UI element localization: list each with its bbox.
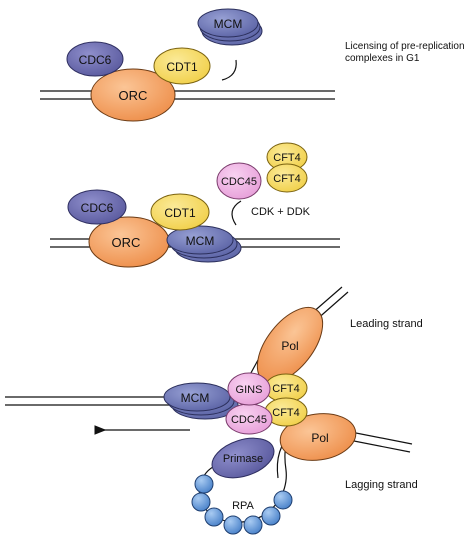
mcm-label: MCM <box>181 391 210 405</box>
rpa-label: RPA <box>232 500 254 512</box>
loading-arrow-arc <box>221 59 237 81</box>
orc-label: ORC <box>112 235 141 250</box>
leading-strand-label: Leading strand <box>350 318 423 330</box>
cdt1-label: CDT1 <box>164 206 196 220</box>
licensing-note-line2: complexes in G1 <box>345 53 420 64</box>
rpa-bead <box>204 507 224 527</box>
mcm-complex <box>197 8 263 46</box>
mcm-complex <box>163 382 239 420</box>
rpa-beads <box>191 474 293 535</box>
rpa-bead <box>191 492 211 512</box>
activation-arrow-arc <box>231 200 242 226</box>
panel-licensing: ORC CDC6 CDT1 MCM Licensing of pre-repli… <box>40 8 465 122</box>
rpa-bead <box>223 515 243 535</box>
panel-replication-fork: Pol MCM Pol CFT4 CFT4 CDC45 GINS Primase <box>5 286 423 535</box>
cft4-label-bottom: CFT4 <box>272 407 300 419</box>
cft4-label-bottom: CFT4 <box>273 173 301 185</box>
cdc6-label: CDC6 <box>81 201 114 215</box>
cdt1-protein <box>153 47 211 85</box>
rpa-bead <box>273 490 293 510</box>
cdc45-protein <box>216 162 262 200</box>
cdt1-label: CDT1 <box>166 60 198 74</box>
pol-lagging-label: Pol <box>311 431 328 445</box>
mcm-complex <box>166 225 242 263</box>
rpa-bead <box>261 506 281 526</box>
panel-activation: ORC MCM CDC6 CDT1 CDC45 CFT4 CFT4 CDK + … <box>50 142 340 268</box>
cdc45-label: CDC45 <box>221 176 257 188</box>
pol-lagging-protein <box>279 413 357 461</box>
rpa-bead <box>243 515 263 535</box>
licensing-note-line1: Licensing of pre-replication <box>345 41 465 52</box>
rpa-bead <box>194 474 214 494</box>
cdc6-protein <box>66 41 124 77</box>
cft4-label-top: CFT4 <box>273 152 301 164</box>
mcm-label: MCM <box>186 234 215 248</box>
gins-label: GINS <box>236 384 263 396</box>
cft4-protein-bottom <box>266 163 308 193</box>
cdc45-label: CDC45 <box>231 414 267 426</box>
cdc6-label: CDC6 <box>79 53 112 67</box>
pol-leading-label: Pol <box>281 339 298 353</box>
primase-protein <box>211 437 275 479</box>
cdc6-protein <box>67 189 127 225</box>
cft4-label-top: CFT4 <box>272 383 300 395</box>
cdt1-protein <box>150 193 210 231</box>
lagging-strand-label: Lagging strand <box>345 479 418 491</box>
kinases-label: CDK + DDK <box>251 206 311 218</box>
orc-protein <box>90 68 176 122</box>
mcm-label: MCM <box>214 17 243 31</box>
gins-protein <box>227 372 271 406</box>
primase-label: Primase <box>223 453 263 465</box>
orc-label: ORC <box>119 88 148 103</box>
